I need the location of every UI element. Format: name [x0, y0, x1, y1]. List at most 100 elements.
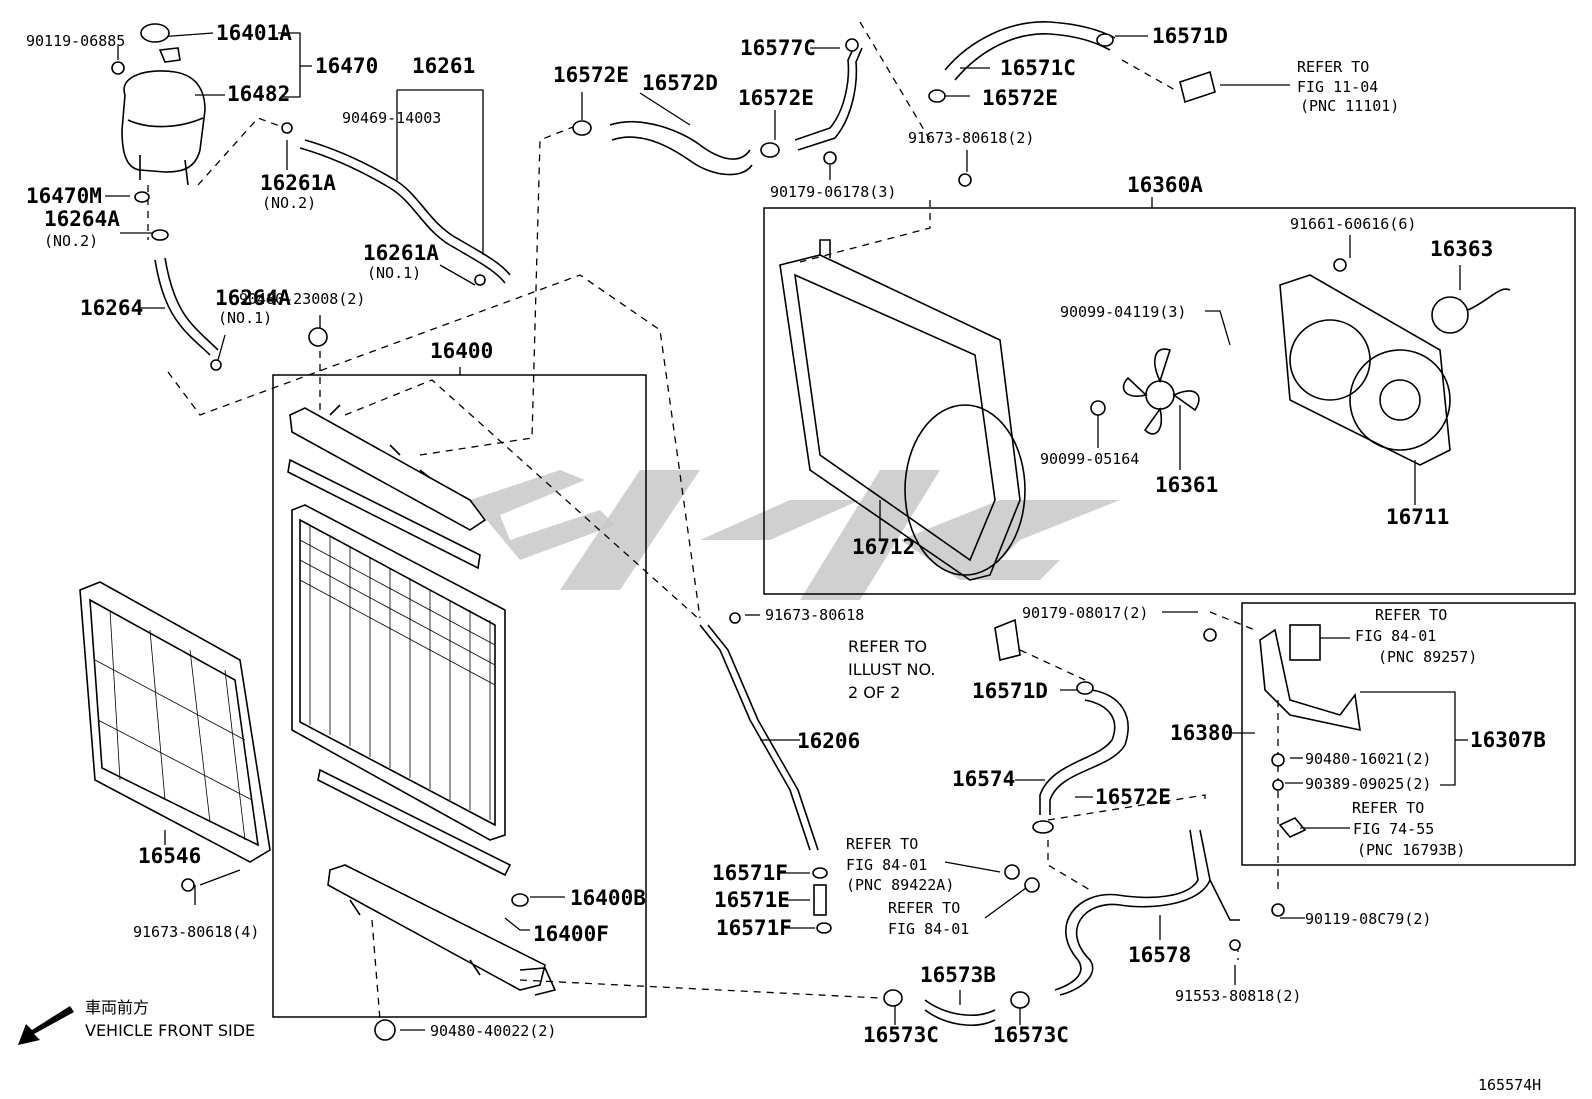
label-16400F: 16400F: [533, 922, 609, 946]
label-90099-04119: 90099-04119(3): [1060, 303, 1186, 321]
label-16361: 16361: [1155, 473, 1218, 497]
label-16261A-b: 16261A: [363, 241, 439, 265]
drain-hose: [699, 612, 819, 851]
label-16264A-b: 16264A: [215, 286, 291, 310]
label-16574: 16574: [952, 767, 1015, 791]
grommet-icon: [308, 327, 328, 347]
refer-8401-b-line3: (PNC 89422A): [846, 876, 954, 894]
label-16380: 16380: [1170, 721, 1233, 745]
label-16264A: 16264A: [44, 207, 120, 231]
label-16401A: 16401A: [216, 21, 292, 45]
leader-lines: [105, 32, 1468, 1031]
fan-motor-shroud: [1279, 274, 1451, 466]
label-16360A: 16360A: [1127, 173, 1203, 197]
label-16572E-b: 16572E: [738, 86, 814, 110]
fan-shroud-group-box: [763, 207, 1576, 595]
bolt-icon: [1271, 903, 1285, 917]
radiator-core: [291, 504, 512, 877]
part-labels: 90119-06885 16401A 16470 16482 16261 904…: [26, 21, 1546, 1094]
refer-1104-line1: REFER TO: [1297, 58, 1369, 76]
ecu-bracket: [1259, 624, 1361, 732]
label-16571F-b: 16571F: [716, 916, 792, 940]
refer-1104-line3: (PNC 11101): [1300, 97, 1399, 115]
refer-1104-line2: FIG 11-04: [1297, 78, 1378, 96]
label-16571C: 16571C: [1000, 56, 1076, 80]
label-90480-16021: 90480-16021(2): [1305, 750, 1431, 768]
hose-end-icon: [994, 618, 1021, 661]
label-no2-b: (NO.2): [44, 232, 98, 250]
label-16206: 16206: [797, 729, 860, 753]
label-91553-80818: 91553-80818(2): [1175, 987, 1301, 1005]
grommet-icon: [1271, 753, 1285, 767]
side-seal-panel: [79, 581, 271, 863]
bolt-icon: [1203, 628, 1217, 642]
label-16470M: 16470M: [26, 184, 102, 208]
label-90119-08C79: 90119-08C79(2): [1305, 910, 1431, 928]
refer-illust-line3: 2 OF 2: [848, 683, 900, 702]
label-16571E: 16571E: [714, 888, 790, 912]
refer-8401-c-line1: REFER TO: [888, 899, 960, 917]
label-16572E-a: 16572E: [553, 63, 629, 87]
watermark-logo: [470, 470, 1120, 600]
label-91673-80618-2: 91673-80618(2): [908, 129, 1034, 147]
water-pipe: [794, 38, 863, 165]
label-16264: 16264: [80, 296, 143, 320]
vehicle-front-arrow: [18, 1006, 74, 1045]
label-no2-a: (NO.2): [262, 194, 316, 212]
label-16577C: 16577C: [740, 36, 816, 60]
label-16400B: 16400B: [570, 886, 646, 910]
refer-8401-a-line2: FIG 84-01: [1355, 627, 1436, 645]
label-91673-80618-4: 91673-80618(4): [133, 923, 259, 941]
label-16571F-a: 16571F: [712, 861, 788, 885]
dashed-connections: [147, 21, 1279, 1021]
label-90389-09025: 90389-09025(2): [1305, 775, 1431, 793]
refer-8401-b-line1: REFER TO: [846, 835, 918, 853]
label-16573B: 16573B: [920, 963, 996, 987]
label-90099-05164: 90099-05164: [1040, 450, 1139, 468]
label-91673-80618: 91673-80618: [765, 606, 864, 624]
screw-icon: [1333, 258, 1347, 272]
bracket-group-box: [1241, 602, 1576, 866]
label-90179-06178: 90179-06178(3): [770, 183, 896, 201]
refer-8401-a-line1: REFER TO: [1375, 606, 1447, 624]
label-90469-14003: 90469-14003: [342, 109, 441, 127]
hose-end-icon: [1179, 70, 1216, 104]
label-16546: 16546: [138, 844, 201, 868]
label-16363: 16363: [1430, 237, 1493, 261]
bolt-icon: [958, 173, 972, 187]
fan-blade: [1122, 348, 1200, 435]
refer-illust-line2: ILLUST NO.: [848, 660, 935, 679]
refer-7455-line1: REFER TO: [1352, 799, 1424, 817]
refer-8401-a-line3: (PNC 89257): [1378, 648, 1477, 666]
washer-icon: [1272, 779, 1284, 791]
fan-shroud: [779, 239, 1026, 581]
diagram-id: 165574H: [1478, 1076, 1541, 1094]
label-16711: 16711: [1386, 505, 1449, 529]
label-16261: 16261: [412, 54, 475, 78]
nut-icon: [1090, 400, 1106, 416]
label-90480-23008: 90480-23008(2): [239, 290, 365, 308]
refer-7455-line2: FIG 74-55: [1353, 820, 1434, 838]
refer-8401-c-line2: FIG 84-01: [888, 920, 969, 938]
label-16573C-b: 16573C: [993, 1023, 1069, 1047]
label-16571D-a: 16571D: [1152, 24, 1228, 48]
overflow-hose: [281, 122, 511, 286]
front-label-en: VEHICLE FRONT SIDE: [85, 1021, 255, 1040]
upper-radiator-hose: [572, 120, 780, 176]
drain-cock-icon: [511, 893, 529, 907]
label-16573C-a: 16573C: [863, 1023, 939, 1047]
radiator-upper-tank: [287, 404, 487, 570]
label-90119-06885: 90119-06885: [26, 32, 125, 50]
lower-hose-16574: [1032, 681, 1129, 834]
lower-pipe-16578: [1054, 829, 1240, 996]
label-16400: 16400: [430, 339, 493, 363]
label-90480-40022: 90480-40022(2): [430, 1022, 556, 1040]
reservoir-tank: [111, 23, 206, 186]
front-label-jp: 車両前方: [85, 998, 149, 1017]
label-16572E-d: 16572E: [1095, 785, 1171, 809]
refer-7455-line3: (PNC 16793B): [1357, 841, 1465, 859]
label-16261A-a: 16261A: [260, 171, 336, 195]
drain-plug-set: [812, 867, 832, 934]
label-16572E-c: 16572E: [982, 86, 1058, 110]
